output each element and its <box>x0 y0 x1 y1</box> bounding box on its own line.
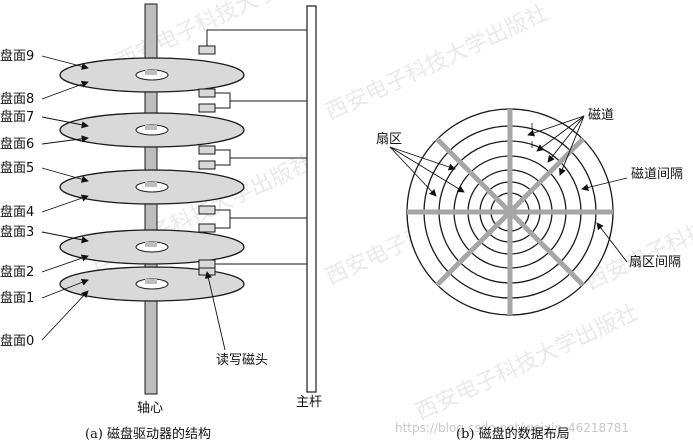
label-platter-6: 盘面6 <box>0 136 34 152</box>
track-gap-leader <box>581 177 628 192</box>
label-platter-2: 盘面2 <box>0 264 34 280</box>
head-leader <box>204 271 226 351</box>
track-gap-label: 磁道间隔 <box>631 167 683 182</box>
label-platter-8: 盘面8 <box>0 91 34 107</box>
main-arm <box>306 5 317 393</box>
label-platter-7: 盘面7 <box>0 109 34 125</box>
url-watermark: https://blog.csdn.net/weixin_46218781 <box>395 421 629 435</box>
arm-label: 主杆 <box>296 395 322 410</box>
label-platter-1: 盘面1 <box>0 290 34 306</box>
platter <box>59 229 245 265</box>
sector-label: 扇区 <box>376 131 402 147</box>
drive-structure: 盘面9 盘面8 盘面7 盘面6 盘面5 盘面4 盘面3 盘面2 盘面1 盘面0 … <box>0 3 322 442</box>
label-platter-0: 盘面0 <box>0 333 34 349</box>
label-platter-9: 盘面9 <box>0 48 34 64</box>
spindle-label: 轴心 <box>137 401 163 416</box>
watermark-text-2: 西安电子科技大学出版社 <box>322 0 552 125</box>
watermark-text-5: 西安电子科技大学出版社 <box>412 300 642 425</box>
sector-leaders <box>389 146 465 197</box>
caption-right: (b) 磁盘的数据布局 <box>456 426 570 442</box>
platter <box>59 57 245 93</box>
head-label: 读写磁头 <box>216 353 268 368</box>
platter <box>59 266 245 302</box>
data-layout: 扇区 磁道 磁道间隔 扇区间隔 (b) 磁盘的数据布局 <box>376 108 683 442</box>
head-connectors <box>206 29 307 265</box>
caption-left: (a) 磁盘驱动器的结构 <box>85 426 211 442</box>
track-leaders <box>527 115 585 176</box>
sector-gap-leader <box>596 222 628 263</box>
platter <box>59 112 245 148</box>
label-platter-3: 盘面3 <box>0 224 34 240</box>
sector-gap-label: 扇区间隔 <box>629 254 681 270</box>
disk-center <box>505 207 515 217</box>
platter-labels: 盘面9 盘面8 盘面7 盘面6 盘面5 盘面4 盘面3 盘面2 盘面1 盘面0 <box>0 48 34 349</box>
platter <box>59 169 245 205</box>
track-label: 磁道 <box>588 108 614 123</box>
label-platter-4: 盘面4 <box>0 204 34 220</box>
label-platter-5: 盘面5 <box>0 160 34 176</box>
platter-leaders <box>41 55 89 341</box>
